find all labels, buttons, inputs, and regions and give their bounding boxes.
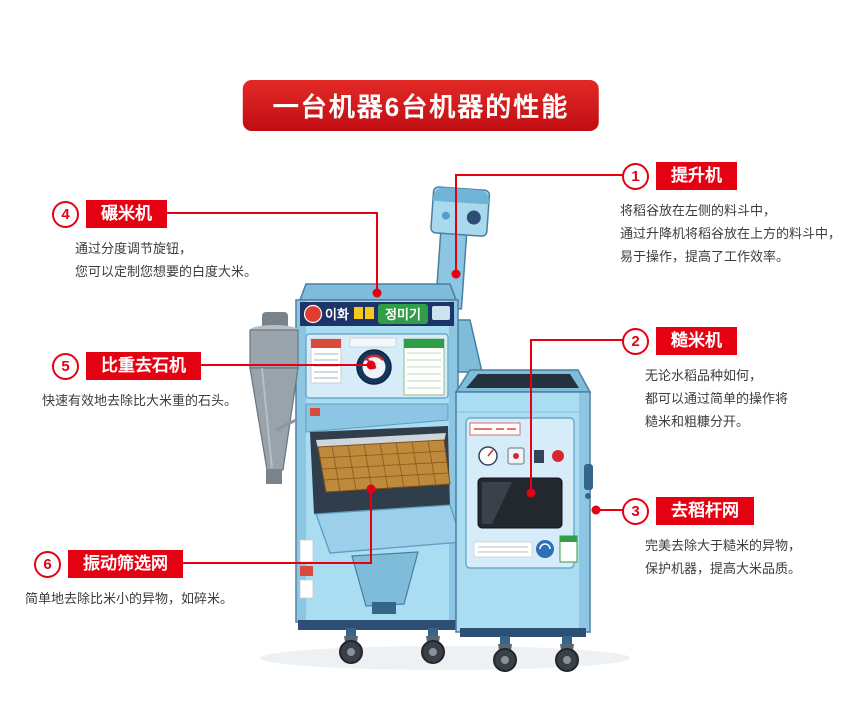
callout-description: 完美去除大于糙米的异物， 保护机器，提高大米品质。 [645,534,801,580]
callout-lifter: 1 提升机 将稻谷放在左侧的料斗中， 通过升降机将稻谷放在上方的料斗中， 易于操… [620,162,841,268]
callout-number-badge: 5 [52,352,79,380]
caster [493,636,517,672]
callout-title: 振动筛选网 [68,550,183,578]
connector-lifter [455,174,630,270]
mill-unit: 이화 정미기 [295,283,463,630]
callout-head: 1 提升机 [622,162,841,190]
connector-dot-brown-rice [526,488,536,498]
connector-dot-destoner [366,360,376,370]
desc-line: 快速有效地去除比大米重的石头。 [42,393,238,408]
toggle-switch [534,450,544,463]
callout-title: 去稻杆网 [656,497,754,525]
connector-dot-sieve [366,484,376,494]
callout-description: 简单地去除比米小的异物，如碎米。 [25,587,233,610]
callout-title: 糙米机 [656,327,737,355]
callout-destoner: 5 比重去石机 快速有效地去除比大米重的石头。 [42,352,237,412]
brand-left-label: 이화 [325,307,349,322]
caster [421,628,445,664]
connector-dot-straw-net [591,505,601,515]
callout-number-badge: 2 [622,327,649,355]
elevator-pulley [466,210,481,225]
callout-head: 3 去稻杆网 [622,497,801,525]
callout-head: 6 振动筛选网 [34,550,233,578]
brand-logo-icon [303,304,323,324]
brand-right-label: 정미기 [385,307,421,322]
callout-rice-mill: 4 碾米机 通过分度调节旋钮， 您可以定制您想要的白度大米。 [52,200,257,283]
callout-head: 2 糙米机 [622,327,788,355]
desc-line: 都可以通过简单的操作将 [645,391,789,406]
caster [555,636,579,672]
callout-brown-rice-huller: 2 糙米机 无论水稻品种如何， 都可以通过简单的操作将 糙米和粗糠分开。 [622,327,788,433]
desc-line: 无论水稻品种如何， [645,368,763,383]
connector-dot-lifter [451,269,461,279]
discharge-spout [351,551,419,607]
desc-line: 完美去除大于糙米的异物， [645,538,802,553]
connector-sieve [150,493,372,564]
callout-head: 5 比重去石机 [52,352,237,380]
husker-cabinet [454,369,593,637]
callout-description: 通过分度调节旋钮， 您可以定制您想要的白度大米。 [75,237,257,283]
elevator-column [430,186,491,310]
callout-description: 无论水稻品种如何， 都可以通过简单的操作将 糙米和粗糠分开。 [645,364,788,433]
desc-line: 糙米和粗糠分开。 [645,414,750,429]
connector-brown-rice [530,339,630,489]
maker-logo-icon [536,540,554,558]
callout-title: 碾米机 [86,200,167,228]
brand-banner: 이화 정미기 [300,302,454,326]
model-tag [469,422,521,436]
desc-line: 您可以定制您想要的白度大米。 [75,264,258,279]
sieve-chamber [310,426,463,554]
desc-line: 易于操作，提高了工作效率。 [620,249,790,264]
side-handle [584,464,593,490]
callout-number-badge: 1 [622,162,649,190]
desc-line: 通过分度调节旋钮， [75,241,193,256]
cyclone-separator [249,312,299,484]
callout-title: 比重去石机 [86,352,201,380]
connector-rice-mill [150,212,378,289]
callout-straw-removal-net: 3 去稻杆网 完美去除大于糙米的异物， 保护机器，提高大米品质。 [622,497,801,580]
callout-number-badge: 3 [622,497,649,525]
callout-description: 将稻谷放在左侧的料斗中， 通过升降机将稻谷放在上方的料斗中， 易于操作，提高了工… [620,199,841,268]
callout-vibrating-sieve: 6 振动筛选网 简单地去除比米小的异物，如碎米。 [25,550,233,610]
callout-head: 4 碾米机 [52,200,257,228]
desc-line: 通过升降机将稻谷放在上方的料斗中， [620,226,842,241]
caster [339,628,363,664]
callout-description: 快速有效地去除比大米重的石头。 [42,389,237,412]
desc-line: 将稻谷放在左侧的料斗中， [620,203,777,218]
stop-button [552,450,564,462]
desc-line: 简单地去除比米小的异物，如碎米。 [25,591,234,606]
page-title-banner: 一台机器6台机器的性能 [242,80,600,131]
desc-line: 保护机器，提高大米品质。 [645,561,802,576]
callout-title: 提升机 [656,162,737,190]
connector-dot-rice-mill [372,288,382,298]
callout-number-badge: 6 [34,550,61,578]
callout-number-badge: 4 [52,200,79,228]
